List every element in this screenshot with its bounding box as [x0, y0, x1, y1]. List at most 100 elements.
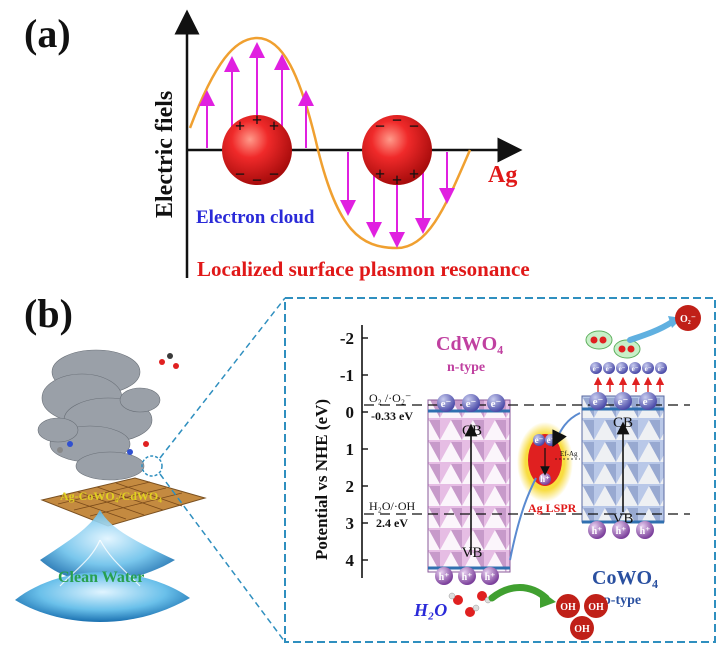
- svg-text:e⁻: e⁻: [491, 398, 502, 410]
- cdwo4-label: CdWO₄: [436, 333, 503, 355]
- zoom-frame: [284, 297, 716, 643]
- svg-text:e⁻: e⁻: [441, 398, 452, 410]
- molecules: [57, 353, 179, 455]
- cdwo4-electrons: e⁻ e⁻ e⁻: [437, 394, 505, 412]
- svg-text:h⁺: h⁺: [540, 474, 550, 484]
- svg-text:h⁺: h⁺: [616, 526, 627, 537]
- superoxide-radical: [675, 305, 701, 331]
- svg-text:e⁻: e⁻: [593, 365, 600, 373]
- cowo4-label: CoWO₄: [592, 567, 658, 589]
- charges-left: + + + − − −: [235, 110, 279, 190]
- svg-text:+: +: [392, 170, 402, 190]
- panel-b-label: (b): [24, 291, 73, 336]
- cowo4-type: p-type: [603, 593, 641, 608]
- svg-text:+: +: [375, 164, 385, 184]
- hole-transfer-arrow: [509, 477, 537, 561]
- cowo4-cb-label: CB: [613, 415, 633, 431]
- composite-label: Ag-CoWO₄/CdWO₄: [60, 489, 162, 503]
- svg-text:e⁻: e⁻: [606, 365, 613, 373]
- catalyst-grid: [57, 481, 183, 520]
- superoxide-label: O₂⁻: [680, 314, 696, 325]
- oxidation-arrow-head: [540, 590, 556, 608]
- ag-lspr-label: Ag LSPR: [528, 501, 577, 515]
- svg-text:+: +: [269, 116, 279, 136]
- svg-text:OH: OH: [560, 602, 576, 613]
- zoom-line-top: [159, 297, 286, 459]
- zoom-marker: [141, 455, 163, 477]
- potential-ticks: -2 -1 0 1 2 3 4: [340, 329, 368, 570]
- potential-tick-label: -2: [340, 329, 354, 348]
- electron-cloud-label: Electron cloud: [196, 207, 315, 228]
- lspr-caption: Localized surface plasmon resonance: [197, 257, 530, 281]
- surface-electrons: e⁻ e⁻ e⁻ e⁻ e⁻ e⁻: [590, 362, 667, 374]
- o2-conversion-arrow: [627, 319, 675, 343]
- svg-text:h⁺: h⁺: [439, 572, 450, 583]
- water-splash: [15, 510, 190, 622]
- svg-text:e⁻: e⁻: [619, 365, 626, 373]
- cdwo4-cb-label: CB: [462, 423, 482, 439]
- svg-text:+: +: [409, 164, 419, 184]
- water-molecules: [448, 591, 492, 617]
- svg-text:+: +: [252, 110, 262, 130]
- charges-right: − − − + + +: [375, 110, 419, 190]
- svg-text:−: −: [409, 116, 419, 136]
- svg-text:e⁻: e⁻: [466, 398, 477, 410]
- svg-text:e⁻: e⁻: [658, 365, 665, 373]
- photocatalyst-illustration: Ag-CoWO₄/CdWO₄ Clean Water: [15, 349, 207, 622]
- potential-tick-label: -1: [340, 366, 354, 385]
- x-axis-label: Ag: [488, 162, 517, 188]
- ag-nanoparticle-right: [362, 115, 432, 185]
- svg-text:e⁻: e⁻: [535, 435, 544, 445]
- svg-text:h⁺: h⁺: [462, 572, 473, 583]
- y-axis-label: Electric fiels: [152, 91, 178, 218]
- svg-text:e⁻: e⁻: [643, 396, 654, 408]
- svg-text:OH: OH: [588, 602, 604, 613]
- svg-text:h⁺: h⁺: [592, 526, 603, 537]
- lspr-diagram: + + + − − − − − − + + + Electric fiels A…: [152, 9, 530, 281]
- h2o-potential-label: 2.4 eV: [376, 516, 408, 530]
- panel-a-label: (a): [24, 11, 71, 56]
- o2-molecules: [585, 330, 641, 359]
- cdwo4-holes: h⁺ h⁺ h⁺: [435, 567, 499, 585]
- oxidation-arrow: [488, 584, 550, 602]
- svg-text:−: −: [252, 170, 262, 190]
- svg-text:+: +: [235, 116, 245, 136]
- potential-tick-label: 1: [346, 440, 355, 459]
- svg-text:−: −: [269, 164, 279, 184]
- zoom-line-bottom: [159, 473, 286, 643]
- svg-text:h⁺: h⁺: [485, 572, 496, 583]
- ef-ag-label: Ef-Ag: [560, 450, 578, 458]
- electric-field-wave: [188, 36, 472, 250]
- h2o-couple-label: H₂O/·OH: [369, 499, 416, 513]
- h2o-label: H₂O: [413, 600, 447, 620]
- svg-text:e⁻: e⁻: [618, 396, 629, 408]
- svg-text:e⁻: e⁻: [593, 396, 604, 408]
- svg-text:h⁺: h⁺: [640, 526, 651, 537]
- ag-nanoparticle-left: [222, 115, 292, 185]
- o2-potential-label: -0.33 eV: [371, 409, 413, 423]
- reduction-arrows: [593, 376, 665, 392]
- catalyst-sheet: [40, 477, 207, 527]
- svg-text:−: −: [392, 110, 402, 130]
- cowo4-electrons: e⁻ e⁻ e⁻: [589, 392, 657, 410]
- svg-text:e⁻: e⁻: [547, 435, 556, 445]
- pollutant-cloud: [37, 349, 161, 481]
- clean-water-label: Clean Water: [58, 569, 144, 586]
- potential-tick-label: 4: [346, 551, 355, 570]
- potential-tick-label: 0: [346, 403, 355, 422]
- svg-text:e⁻: e⁻: [645, 365, 652, 373]
- potential-tick-label: 2: [346, 477, 355, 496]
- svg-text:e⁻: e⁻: [632, 365, 639, 373]
- potential-tick-label: 3: [346, 514, 355, 533]
- cdwo4-vb-label: VB: [462, 545, 483, 561]
- o2-couple-label: O₂ /·O₂⁻: [369, 391, 411, 405]
- svg-text:−: −: [235, 164, 245, 184]
- svg-text:−: −: [375, 116, 385, 136]
- cowo4-holes: h⁺ h⁺ h⁺: [588, 521, 654, 539]
- hydroxyl-radicals: OH OH OH: [556, 594, 608, 640]
- cdwo4-type: n-type: [447, 360, 485, 375]
- svg-text:OH: OH: [574, 624, 590, 635]
- electron-transfer-arrow: [552, 412, 581, 448]
- potential-axis-label: Potential vs NHE (eV): [312, 399, 331, 560]
